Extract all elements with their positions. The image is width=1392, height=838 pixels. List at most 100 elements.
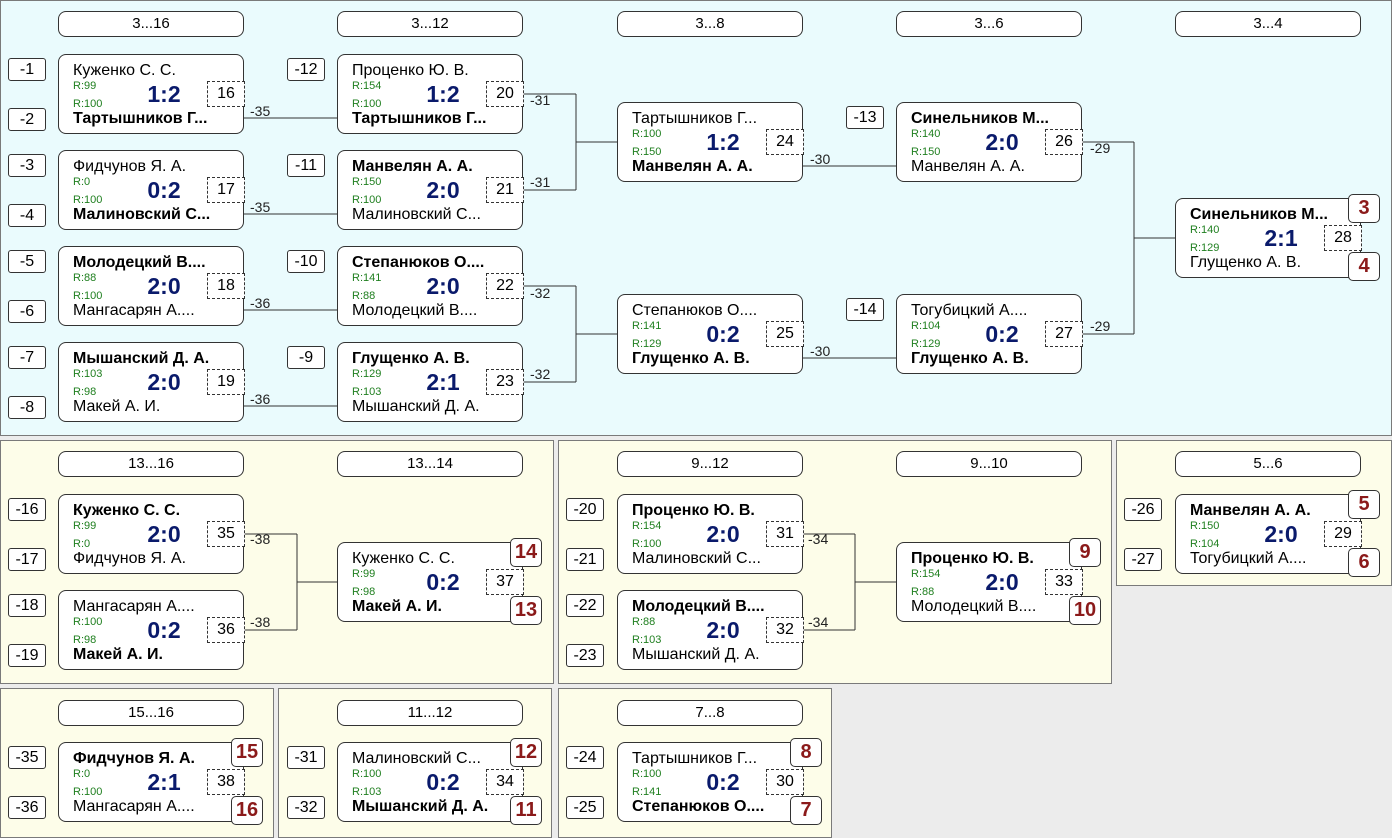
seed-box: -3 <box>8 154 46 177</box>
loser-ref-label: -38 <box>250 614 271 630</box>
player-top-rating: R:154 <box>352 80 382 92</box>
match-number: 26 <box>1045 129 1083 155</box>
seed-box: -4 <box>8 204 46 227</box>
loser-ref-label: -34 <box>808 531 829 547</box>
loser-ref-label: -31 <box>530 92 551 108</box>
round-header[interactable]: 9...12 <box>617 451 803 477</box>
round-header[interactable]: 13...16 <box>58 451 244 477</box>
match-number: 37 <box>486 569 524 595</box>
round-header[interactable]: 3...6 <box>896 11 1082 37</box>
place-badge: 16 <box>231 796 263 825</box>
player-bottom-name: Макей А. И. <box>352 598 442 615</box>
player-top-rating: R:99 <box>352 568 376 580</box>
player-bottom-name: Тартышников Г... <box>73 110 208 127</box>
player-bottom-name: Манвелян А. А. <box>911 158 1025 175</box>
place-badge: 7 <box>790 796 822 825</box>
player-bottom-name: Степанюков О.... <box>632 798 765 815</box>
seed-box: -36 <box>8 796 46 819</box>
match-number: 27 <box>1045 321 1083 347</box>
player-bottom-name: Мышанский Д. А. <box>632 646 760 663</box>
place-badge: 3 <box>1348 194 1380 223</box>
match-score: 0:2 <box>426 769 460 795</box>
player-bottom-name: Макей А. И. <box>73 398 161 415</box>
loser-ref-label: -31 <box>530 174 551 190</box>
player-top-rating: R:99 <box>73 520 97 532</box>
seed-box: -23 <box>566 644 604 667</box>
match-number: 33 <box>1045 569 1083 595</box>
player-top-name: Куженко С. С. <box>352 550 455 567</box>
round-header[interactable]: 5...6 <box>1175 451 1361 477</box>
place-badge: 10 <box>1069 596 1101 625</box>
player-bottom-rating: R:98 <box>352 586 376 598</box>
player-top-name: Степанюков О.... <box>352 254 485 271</box>
round-header[interactable]: 9...10 <box>896 451 1082 477</box>
player-top-name: Проценко Ю. В. <box>352 62 469 79</box>
seed-box: -9 <box>287 346 325 369</box>
player-bottom-rating: R:100 <box>352 194 382 206</box>
player-bottom-name: Малиновский С... <box>632 550 761 567</box>
seed-box: -13 <box>846 106 884 129</box>
round-header[interactable]: 3...4 <box>1175 11 1361 37</box>
seed-box: -18 <box>8 594 46 617</box>
player-bottom-rating: R:88 <box>911 586 935 598</box>
match-score: 2:0 <box>985 129 1019 155</box>
loser-ref-label: -35 <box>250 199 271 215</box>
seed-box: -22 <box>566 594 604 617</box>
player-top-name: Проценко Ю. В. <box>632 502 755 519</box>
match-number: 23 <box>486 369 524 395</box>
match-number: 24 <box>766 129 804 155</box>
player-top-rating: R:150 <box>1190 520 1220 532</box>
seed-box: -32 <box>287 796 325 819</box>
match-score: 1:2 <box>147 81 181 107</box>
round-header[interactable]: 3...12 <box>337 11 523 37</box>
place-badge: 6 <box>1348 548 1380 577</box>
loser-ref-label: -29 <box>1090 318 1111 334</box>
place-badge: 9 <box>1069 538 1101 567</box>
match-number: 38 <box>207 769 245 795</box>
round-header[interactable]: 3...8 <box>617 11 803 37</box>
seed-box: -24 <box>566 746 604 769</box>
player-bottom-rating: R:103 <box>352 386 382 398</box>
player-top-rating: R:141 <box>632 320 662 332</box>
match-number: 35 <box>207 521 245 547</box>
player-bottom-rating: R:129 <box>1190 242 1220 254</box>
player-top-name: Фидчунов Я. А. <box>73 750 195 767</box>
round-header[interactable]: 15...16 <box>58 700 244 726</box>
player-bottom-rating: R:103 <box>352 786 382 798</box>
player-bottom-rating: R:100 <box>352 98 382 110</box>
player-top-rating: R:100 <box>632 128 662 140</box>
loser-ref-label: -29 <box>1090 140 1111 156</box>
player-bottom-rating: R:100 <box>73 194 103 206</box>
round-header[interactable]: 7...8 <box>617 700 803 726</box>
round-header[interactable]: 3...16 <box>58 11 244 37</box>
player-bottom-rating: R:88 <box>352 290 376 302</box>
place-badge: 13 <box>510 596 542 625</box>
match-score: 2:0 <box>1264 521 1298 547</box>
round-header[interactable]: 13...14 <box>337 451 523 477</box>
round-header[interactable]: 11...12 <box>337 700 523 726</box>
match-score: 0:2 <box>706 769 740 795</box>
